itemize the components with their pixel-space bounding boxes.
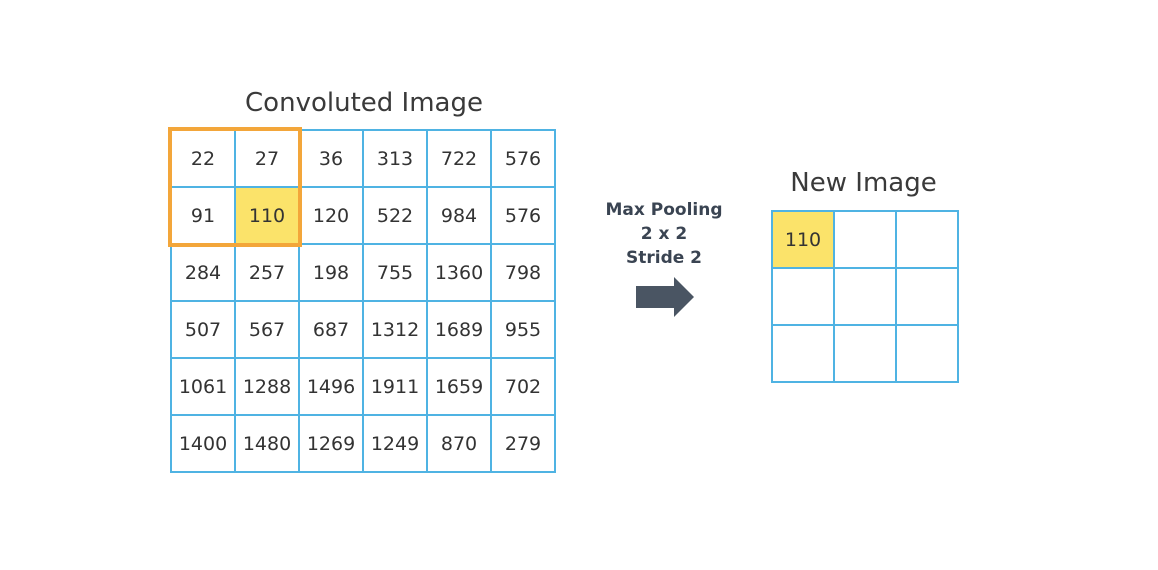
grid-row: 1061 1288 1496 1911 1659 702 bbox=[170, 357, 556, 416]
grid-cell: 507 bbox=[170, 300, 236, 359]
grid-cell: 722 bbox=[426, 129, 492, 188]
grid-cell: 1360 bbox=[426, 243, 492, 302]
grid-cell: 279 bbox=[490, 414, 556, 473]
convoluted-image-grid: 22 27 36 313 722 576 91 110 120 522 984 … bbox=[170, 129, 556, 473]
output-cell bbox=[895, 210, 959, 269]
pool-size-label: 2 x 2 bbox=[640, 224, 688, 244]
output-cell bbox=[833, 267, 897, 326]
grid-cell: 36 bbox=[298, 129, 364, 188]
grid-cell: 522 bbox=[362, 186, 428, 245]
grid-row bbox=[771, 267, 959, 326]
grid-cell: 91 bbox=[170, 186, 236, 245]
grid-cell: 1911 bbox=[362, 357, 428, 416]
grid-cell: 1269 bbox=[298, 414, 364, 473]
grid-cell: 576 bbox=[490, 186, 556, 245]
grid-cell: 1312 bbox=[362, 300, 428, 359]
convoluted-image-title: Convoluted Image bbox=[245, 88, 483, 118]
grid-cell: 27 bbox=[234, 129, 300, 188]
new-image-grid: 110 bbox=[771, 210, 959, 383]
grid-cell: 198 bbox=[298, 243, 364, 302]
grid-row: 91 110 120 522 984 576 bbox=[170, 186, 556, 245]
grid-cell: 1061 bbox=[170, 357, 236, 416]
grid-cell: 1288 bbox=[234, 357, 300, 416]
grid-cell: 284 bbox=[170, 243, 236, 302]
grid-cell: 702 bbox=[490, 357, 556, 416]
grid-row: 1400 1480 1269 1249 870 279 bbox=[170, 414, 556, 473]
output-cell bbox=[833, 324, 897, 383]
grid-cell: 1496 bbox=[298, 357, 364, 416]
grid-row: 22 27 36 313 722 576 bbox=[170, 129, 556, 188]
grid-cell: 257 bbox=[234, 243, 300, 302]
output-cell bbox=[833, 210, 897, 269]
output-cell-highlighted: 110 bbox=[771, 210, 835, 269]
grid-cell-max-highlighted: 110 bbox=[234, 186, 300, 245]
output-cell bbox=[895, 267, 959, 326]
grid-cell: 120 bbox=[298, 186, 364, 245]
grid-cell: 870 bbox=[426, 414, 492, 473]
grid-cell: 313 bbox=[362, 129, 428, 188]
grid-row: 284 257 198 755 1360 798 bbox=[170, 243, 556, 302]
grid-cell: 1249 bbox=[362, 414, 428, 473]
grid-row bbox=[771, 324, 959, 383]
grid-cell: 755 bbox=[362, 243, 428, 302]
grid-cell: 22 bbox=[170, 129, 236, 188]
output-cell bbox=[771, 267, 835, 326]
grid-cell: 576 bbox=[490, 129, 556, 188]
grid-cell: 955 bbox=[490, 300, 556, 359]
grid-cell: 1659 bbox=[426, 357, 492, 416]
stride-label: Stride 2 bbox=[625, 248, 703, 268]
grid-cell: 1689 bbox=[426, 300, 492, 359]
operation-label: Max Pooling bbox=[605, 200, 723, 220]
output-cell bbox=[895, 324, 959, 383]
grid-cell: 567 bbox=[234, 300, 300, 359]
new-image-title: New Image bbox=[790, 168, 937, 198]
grid-cell: 1480 bbox=[234, 414, 300, 473]
right-arrow-icon bbox=[636, 277, 694, 317]
grid-cell: 1400 bbox=[170, 414, 236, 473]
grid-row: 110 bbox=[771, 210, 959, 269]
grid-cell: 984 bbox=[426, 186, 492, 245]
grid-cell: 798 bbox=[490, 243, 556, 302]
output-cell bbox=[771, 324, 835, 383]
grid-cell: 687 bbox=[298, 300, 364, 359]
grid-row: 507 567 687 1312 1689 955 bbox=[170, 300, 556, 359]
